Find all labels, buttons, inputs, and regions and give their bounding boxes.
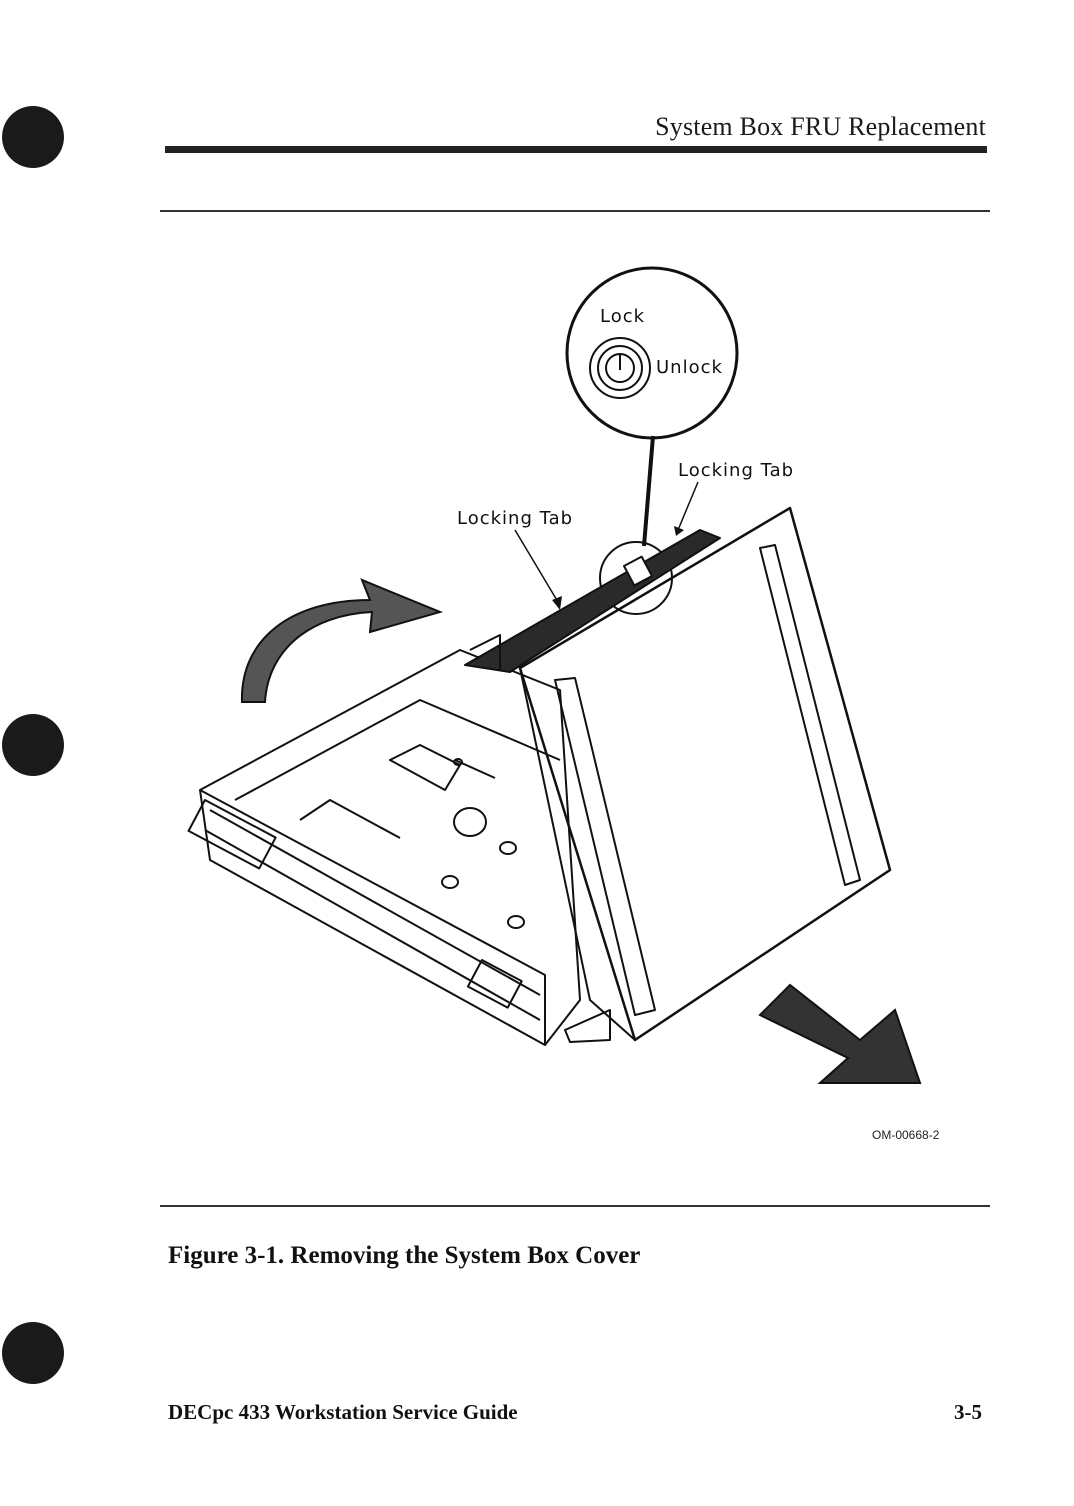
slide-arrow-icon [760,985,920,1083]
figure-top-rule [160,210,990,212]
system-box-illustration: Lock Unlock Locking Tab Locking Tab [150,230,940,1110]
punch-hole-bottom [2,1322,64,1384]
figure-bottom-rule [160,1205,990,1207]
locking-tab-right-leader [678,482,698,530]
lock-label: Lock [600,306,645,327]
unlock-label: Unlock [656,357,723,378]
magnifier-leader-line [644,436,653,546]
locking-tab-left-leader [515,530,558,602]
figure-code: OM-00668-2 [872,1128,939,1142]
lift-arrow-icon [242,580,440,702]
punch-hole-top [2,106,64,168]
locking-tab-left-label: Locking Tab [457,508,573,529]
hinge-strip [465,530,720,672]
page-number: 3-5 [954,1400,982,1425]
figure-caption: Figure 3-1. Removing the System Box Cove… [168,1242,640,1270]
header-rule [165,146,987,153]
punch-hole-middle [2,714,64,776]
running-header: System Box FRU Replacement [655,112,986,142]
system-box-cover [520,508,890,1040]
locking-tab-right-label: Locking Tab [678,460,794,481]
lock-magnifier-circle [567,268,737,438]
footer-title: DECpc 433 Workstation Service Guide [168,1400,518,1425]
